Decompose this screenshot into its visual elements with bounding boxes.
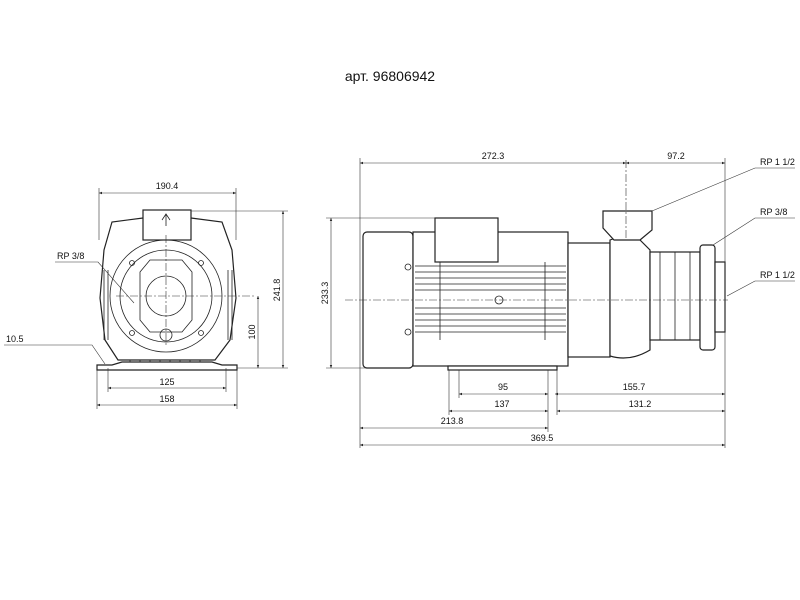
- label-rp-3-8-front: RP 3/8: [57, 251, 84, 261]
- dim-97-2: 97.2: [667, 151, 685, 161]
- label-rp-1-1-2-outlet: RP 1 1/2: [760, 157, 795, 167]
- dim-241-8: 241.8: [272, 279, 282, 302]
- dim-125: 125: [159, 377, 174, 387]
- front-view: 190.4 241.8 100 125 158 RP 3/8 10.5: [4, 181, 288, 409]
- dim-131-2: 131.2: [629, 399, 652, 409]
- dim-155-7: 155.7: [623, 382, 646, 392]
- dim-272-3: 272.3: [482, 151, 505, 161]
- side-view: 272.3 97.2 233.3 95 155.7 137 131.2 213.…: [320, 151, 795, 448]
- dim-213-8: 213.8: [441, 416, 464, 426]
- dim-233-3: 233.3: [320, 282, 330, 305]
- drawing-title: арт. 96806942: [344, 68, 436, 84]
- label-rp-3-8-side: RP 3/8: [760, 207, 787, 217]
- dim-137: 137: [494, 399, 509, 409]
- dim-10-5: 10.5: [6, 334, 24, 344]
- dim-95: 95: [498, 382, 508, 392]
- dim-190-4: 190.4: [156, 181, 179, 191]
- dim-100: 100: [247, 324, 257, 339]
- dim-158: 158: [159, 394, 174, 404]
- label-rp-1-1-2-inlet: RP 1 1/2: [760, 270, 795, 280]
- dim-369-5: 369.5: [531, 433, 554, 443]
